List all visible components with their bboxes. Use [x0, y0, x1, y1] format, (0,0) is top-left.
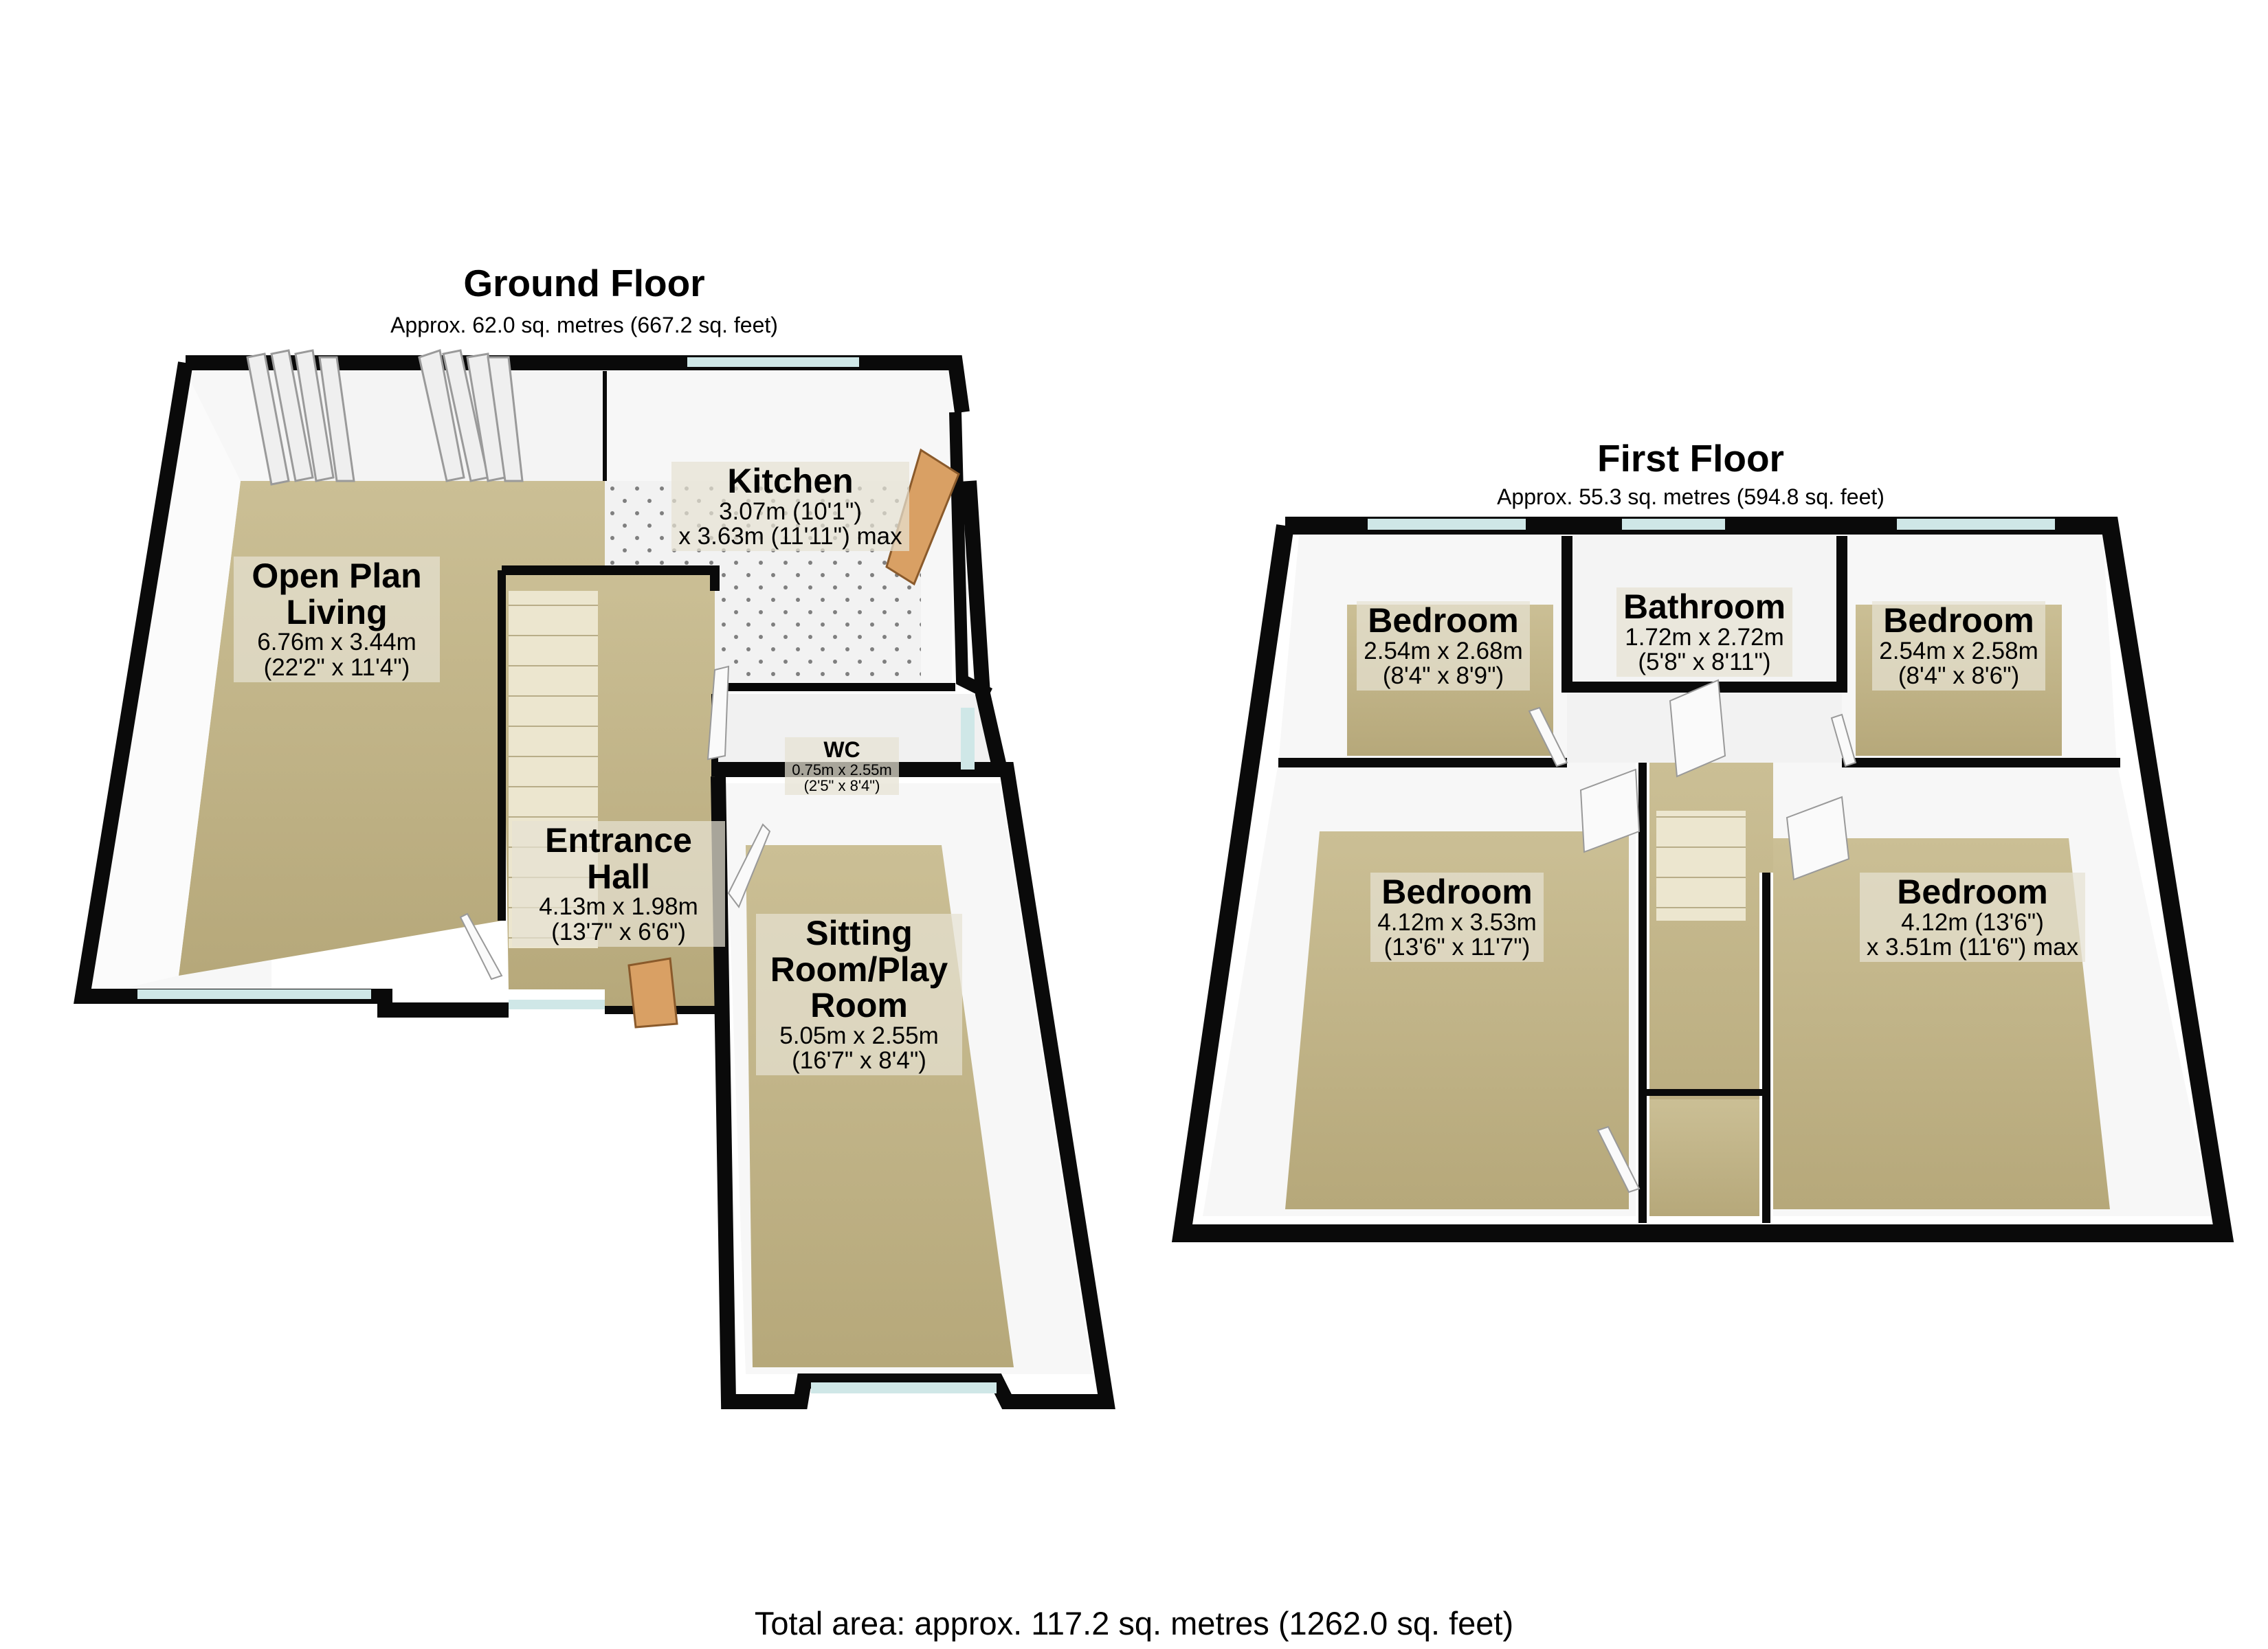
- sitting-room-door: [727, 823, 771, 909]
- kitchen-dim-1: 3.07m (10'1"): [719, 497, 862, 525]
- ground-floor-windows: [137, 357, 997, 1393]
- bedroom-top-left-dim-1: 2.54m x 2.68m: [1364, 637, 1523, 664]
- bathroom-dim-2: (5'8" x 8'11"): [1638, 649, 1771, 676]
- bedroom-top-left-label: Bedroom 2.54m x 2.68m (8'4" x 8'9"): [1333, 601, 1553, 691]
- ground-floor-title: Ground Floor: [463, 262, 705, 304]
- open-plan-living-dim-2: (22'2" x 11'4"): [263, 653, 410, 681]
- entrance-hall-label: Entrance Hall 4.13m x 1.98m (13'7" x 6'6…: [512, 821, 725, 947]
- bedroom-top-left-door: [1528, 706, 1568, 767]
- first-floor-windows: [1368, 519, 2055, 530]
- first-floor-area: Approx. 55.3 sq. metres (594.8 sq. feet): [1497, 484, 1885, 509]
- ground-floor-walls: [74, 355, 1115, 1409]
- bi-fold-doors-left: [246, 349, 355, 486]
- bedroom-bottom-left-room: [1203, 763, 1636, 1216]
- wc-label: WC 0.75m x 2.55m (2'5" x 8'4"): [766, 737, 918, 795]
- bedroom-top-right-dim-1: 2.54m x 2.58m: [1879, 637, 2038, 664]
- bedroom-bottom-right-name: Bedroom: [1897, 873, 2048, 911]
- bedroom-bottom-left-dim-2: (13'6" x 11'7"): [1383, 934, 1531, 961]
- bathroom-dim-1: 1.72m x 2.72m: [1625, 623, 1784, 651]
- bedroom-top-right-door: [1830, 713, 1857, 767]
- bedroom-top-right-label: Bedroom 2.54m x 2.58m (8'4" x 8'6"): [1849, 601, 2069, 691]
- bathroom-label: Bathroom 1.72m x 2.72m (5'8" x 8'11"): [1591, 587, 1818, 677]
- bedroom-top-left-dim-2: (8'4" x 8'9"): [1382, 662, 1504, 690]
- first-floor-doors: [1528, 679, 1857, 1193]
- sitting-room: [725, 783, 1093, 1374]
- sitting-room-label: Sitting Room/Play Room 5.05m x 2.55m (16…: [756, 914, 962, 1075]
- open-plan-living-name: Open Plan Living: [252, 557, 422, 631]
- bedroom-top-right-name: Bedroom: [1883, 601, 2034, 640]
- bedroom-bottom-right-door: [1786, 796, 1850, 881]
- wc-door: [707, 665, 730, 761]
- bedroom-bottom-left-name: Bedroom: [1381, 873, 1533, 911]
- landing-area: [1567, 763, 1842, 1216]
- wc-name: WC: [823, 737, 860, 762]
- total-area-caption: Total area: approx. 117.2 sq. metres (12…: [754, 1605, 1514, 1641]
- front-door: [627, 957, 678, 1029]
- entrance-hall-dim-2: (13'7" x 6'6"): [551, 918, 686, 945]
- sitting-room-dim-1: 5.05m x 2.55m: [779, 1022, 939, 1049]
- living-room-door: [459, 912, 503, 980]
- wc-room: [715, 694, 990, 776]
- bathroom-name: Bathroom: [1623, 587, 1786, 626]
- bedroom-bottom-left-door: [1579, 768, 1641, 853]
- ground-floor-doors: [459, 448, 960, 1029]
- bedroom-bottom-left-label: Bedroom 4.12m x 3.53m (13'6" x 11'7"): [1333, 873, 1581, 962]
- bedroom-bottom-left-dim-1: 4.12m x 3.53m: [1377, 908, 1537, 936]
- kitchen-dim-2: x 3.63m (11'11") max: [678, 523, 902, 550]
- open-plan-living-dim-1: 6.76m x 3.44m: [257, 629, 416, 655]
- bi-fold-doors-right: [418, 349, 524, 482]
- ground-floor-area: Approx. 62.0 sq. metres (667.2 sq. feet): [390, 313, 778, 337]
- first-floor-title: First Floor: [1597, 437, 1784, 480]
- open-plan-living-label: Open Plan Living 6.76m x 3.44m (22'2" x …: [234, 557, 440, 682]
- kitchen-name: Kitchen: [727, 462, 854, 500]
- sitting-room-name: Sitting Room/Play Room: [770, 914, 948, 1024]
- bedroom-top-right-dim-2: (8'4" x 8'6"): [1898, 662, 2020, 690]
- cupboard-door: [1597, 1125, 1641, 1193]
- wc-dim-1: 0.75m x 2.55m: [792, 761, 892, 778]
- entrance-hall-name: Entrance Hall: [545, 821, 692, 896]
- entrance-hall-dim-1: 4.13m x 1.98m: [539, 893, 698, 920]
- wc-dim-2: (2'5" x 8'4"): [803, 776, 880, 794]
- kitchen-label: Kitchen 3.07m (10'1") x 3.63m (11'11") m…: [612, 462, 969, 551]
- bathroom-door: [1669, 679, 1726, 778]
- bedroom-bottom-right-dim-2: x 3.51m (11'6") max: [1866, 934, 2079, 961]
- bedroom-bottom-right-label: Bedroom 4.12m (13'6") x 3.51m (11'6") ma…: [1828, 873, 2117, 962]
- bedroom-bottom-right-dim-1: 4.12m (13'6"): [1901, 908, 2044, 936]
- sitting-room-dim-2: (16'7" x 8'4"): [792, 1047, 926, 1075]
- bedroom-top-left-name: Bedroom: [1368, 601, 1519, 640]
